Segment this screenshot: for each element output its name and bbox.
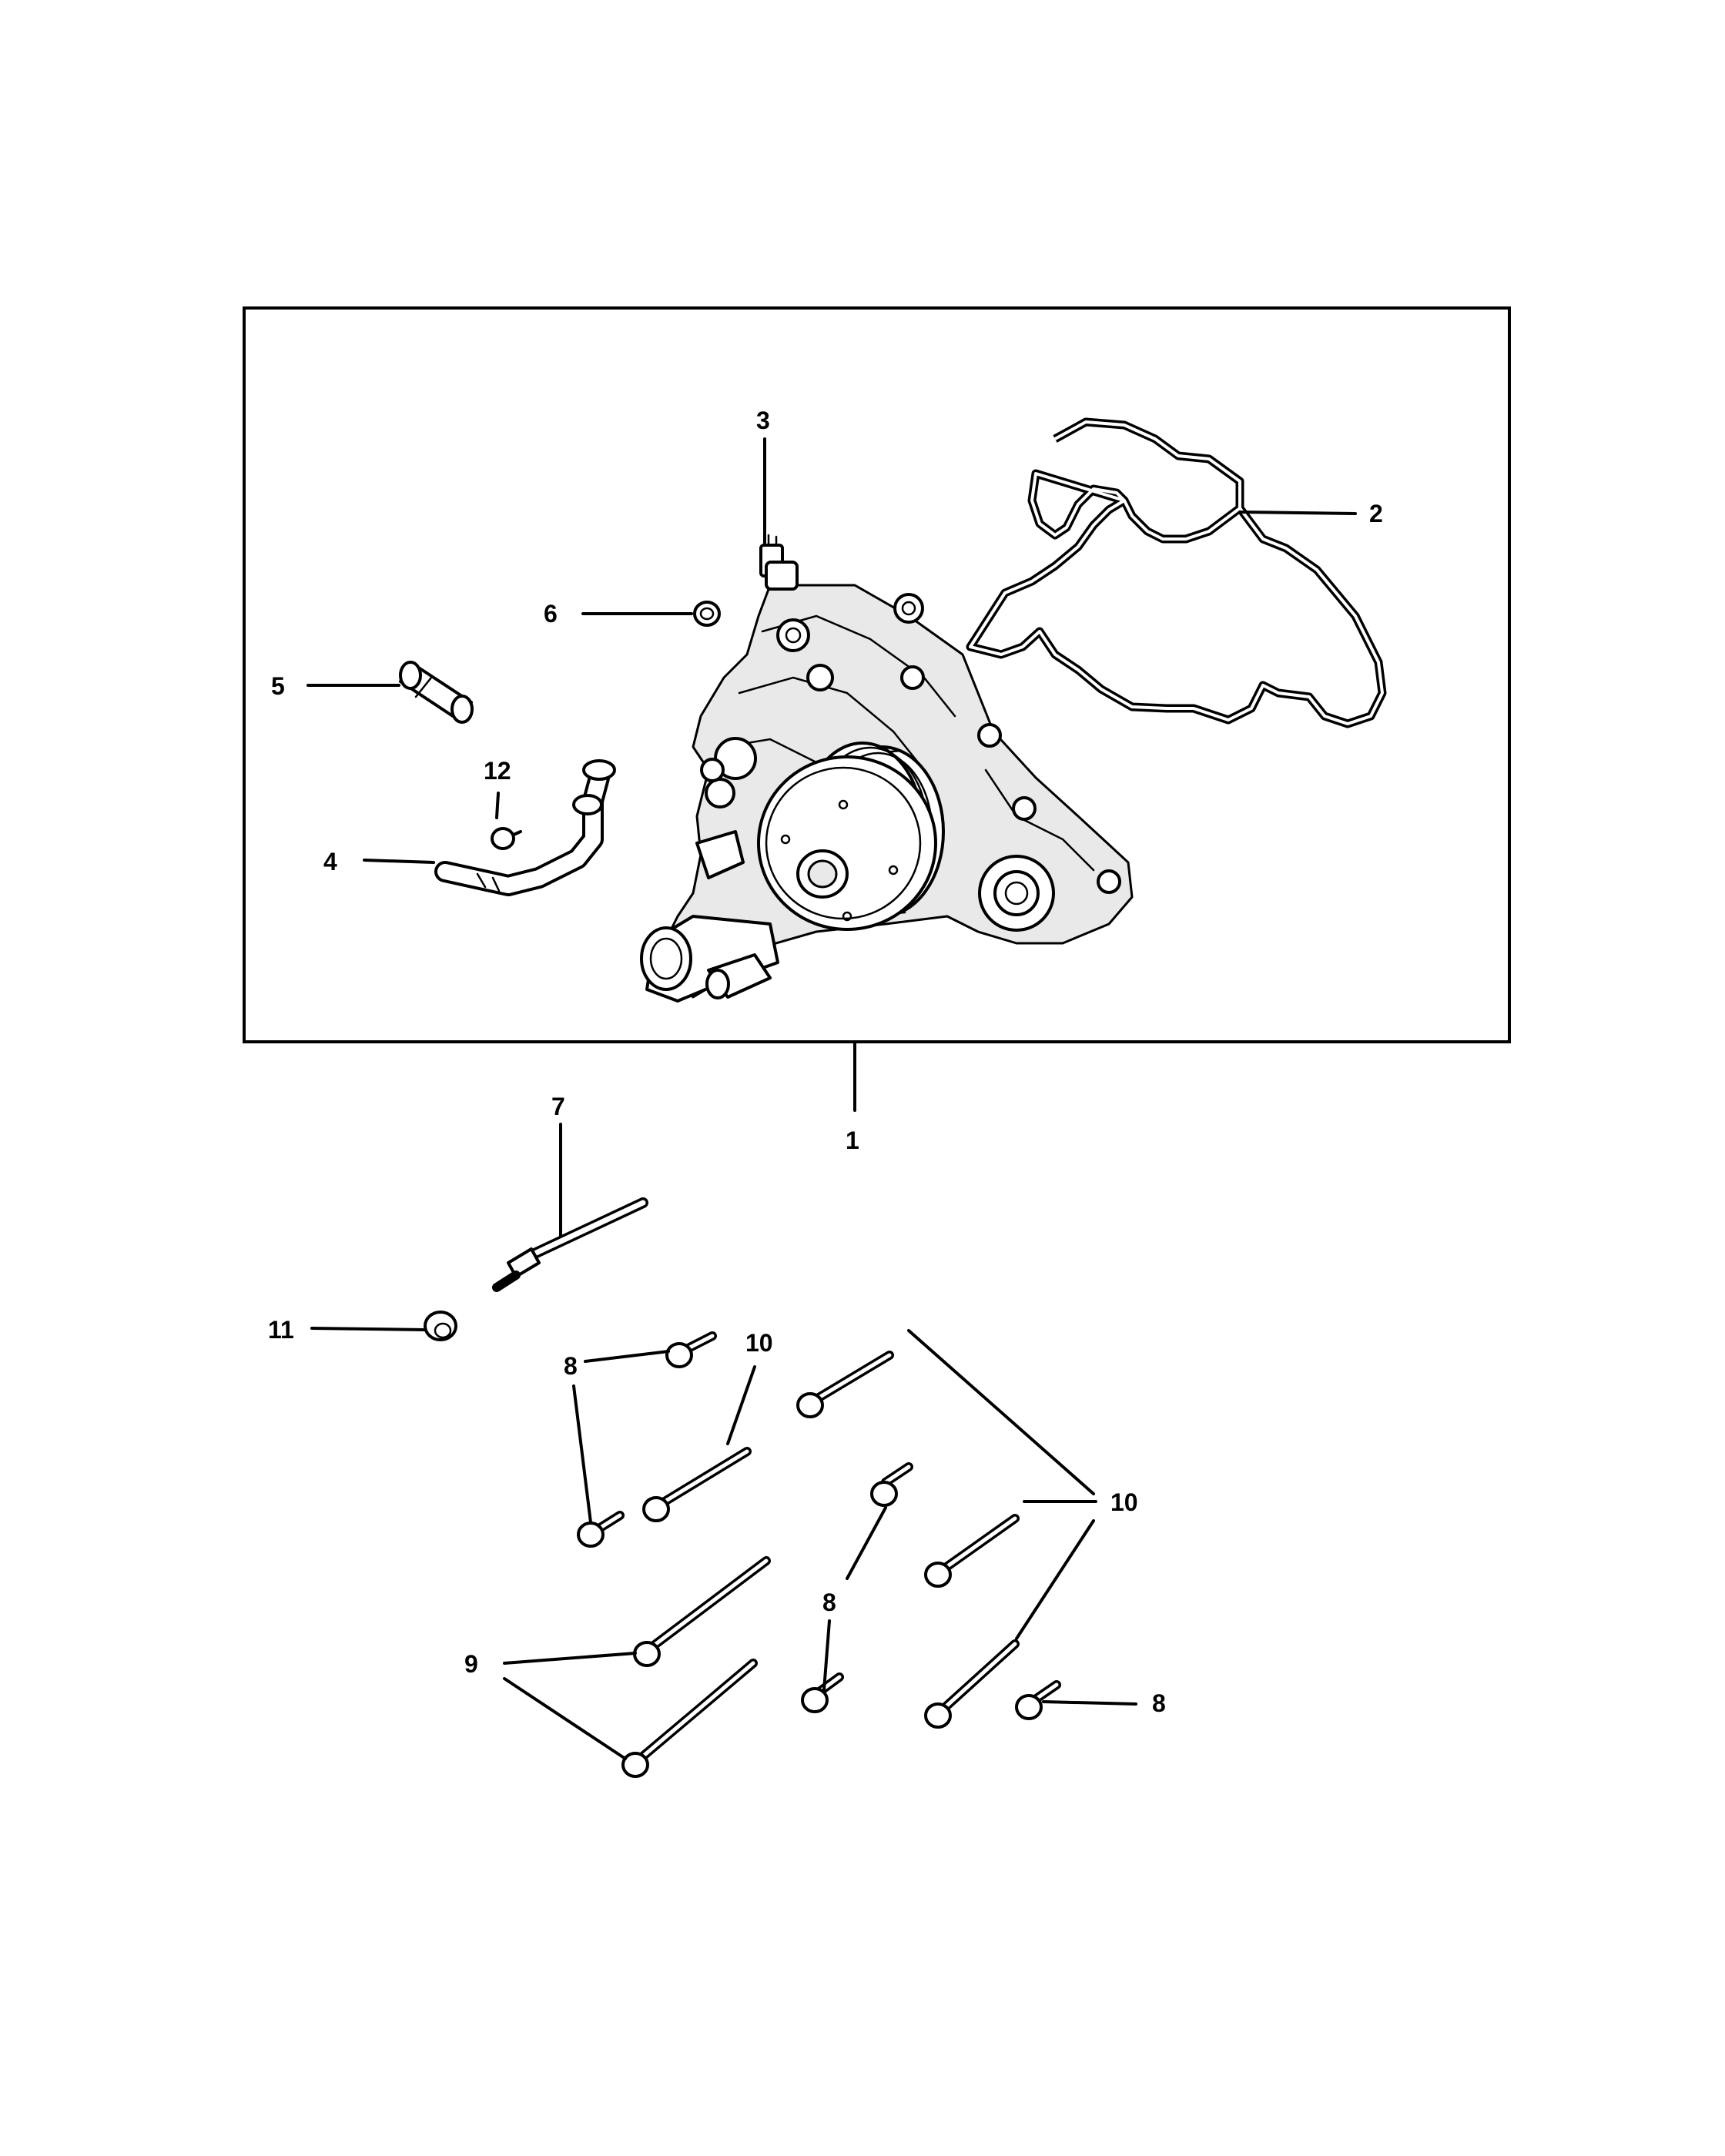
callout-10a: 10 — [745, 1329, 773, 1357]
callout-11: 11 — [268, 1316, 294, 1344]
temperature-sensor — [759, 534, 799, 591]
small-bolt — [491, 827, 522, 850]
callout-8c: 8 — [1152, 1689, 1166, 1717]
bolts — [577, 1331, 1061, 1778]
callout-6: 6 — [544, 600, 558, 628]
leader-lines — [306, 437, 1357, 1760]
callout-7: 7 — [551, 1093, 565, 1120]
callout-12: 12 — [484, 757, 511, 785]
plug — [693, 601, 721, 627]
nut — [424, 1311, 457, 1341]
hose-fitting — [399, 661, 474, 724]
pump-gasket — [966, 417, 1387, 728]
callout-5: 5 — [271, 672, 285, 700]
callout-9: 9 — [464, 1650, 478, 1678]
pump-pulley — [757, 742, 945, 931]
callout-3: 3 — [756, 407, 770, 434]
bypass-tube — [434, 759, 616, 896]
callout-8b: 8 — [822, 1589, 836, 1616]
stud — [492, 1197, 648, 1292]
callout-10b: 10 — [1110, 1488, 1138, 1516]
callout-8a: 8 — [564, 1352, 578, 1380]
assembly-frame — [243, 306, 1511, 1043]
callout-labels: 1 2 3 4 5 6 7 8 8 8 9 10 10 11 12 — [268, 407, 1383, 1717]
callout-2: 2 — [1369, 500, 1383, 527]
callout-4: 4 — [323, 848, 337, 875]
callout-1: 1 — [846, 1127, 859, 1154]
